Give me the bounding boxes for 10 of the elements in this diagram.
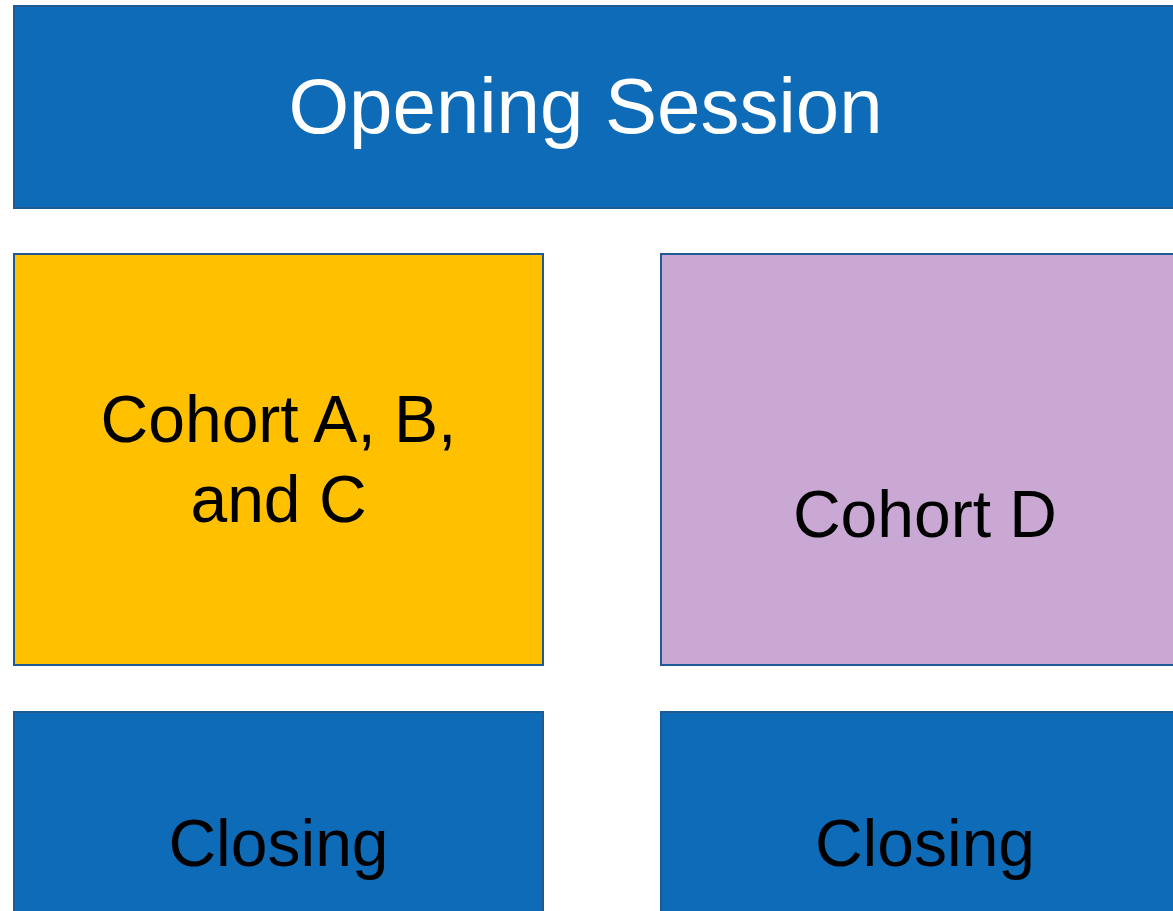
box-title: Closing: [814, 804, 1036, 882]
process-box: [660, 253, 1173, 666]
process-box: [13, 711, 544, 911]
process-box: [13, 253, 544, 666]
process-box: [13, 5, 1173, 209]
box-title: Cohort A, B, and C: [99, 381, 458, 538]
box-title: Cohort D: [792, 475, 1058, 553]
process-box: [660, 711, 1173, 911]
box-title: Opening Session: [288, 61, 883, 153]
box-title: Closing: [168, 804, 389, 882]
